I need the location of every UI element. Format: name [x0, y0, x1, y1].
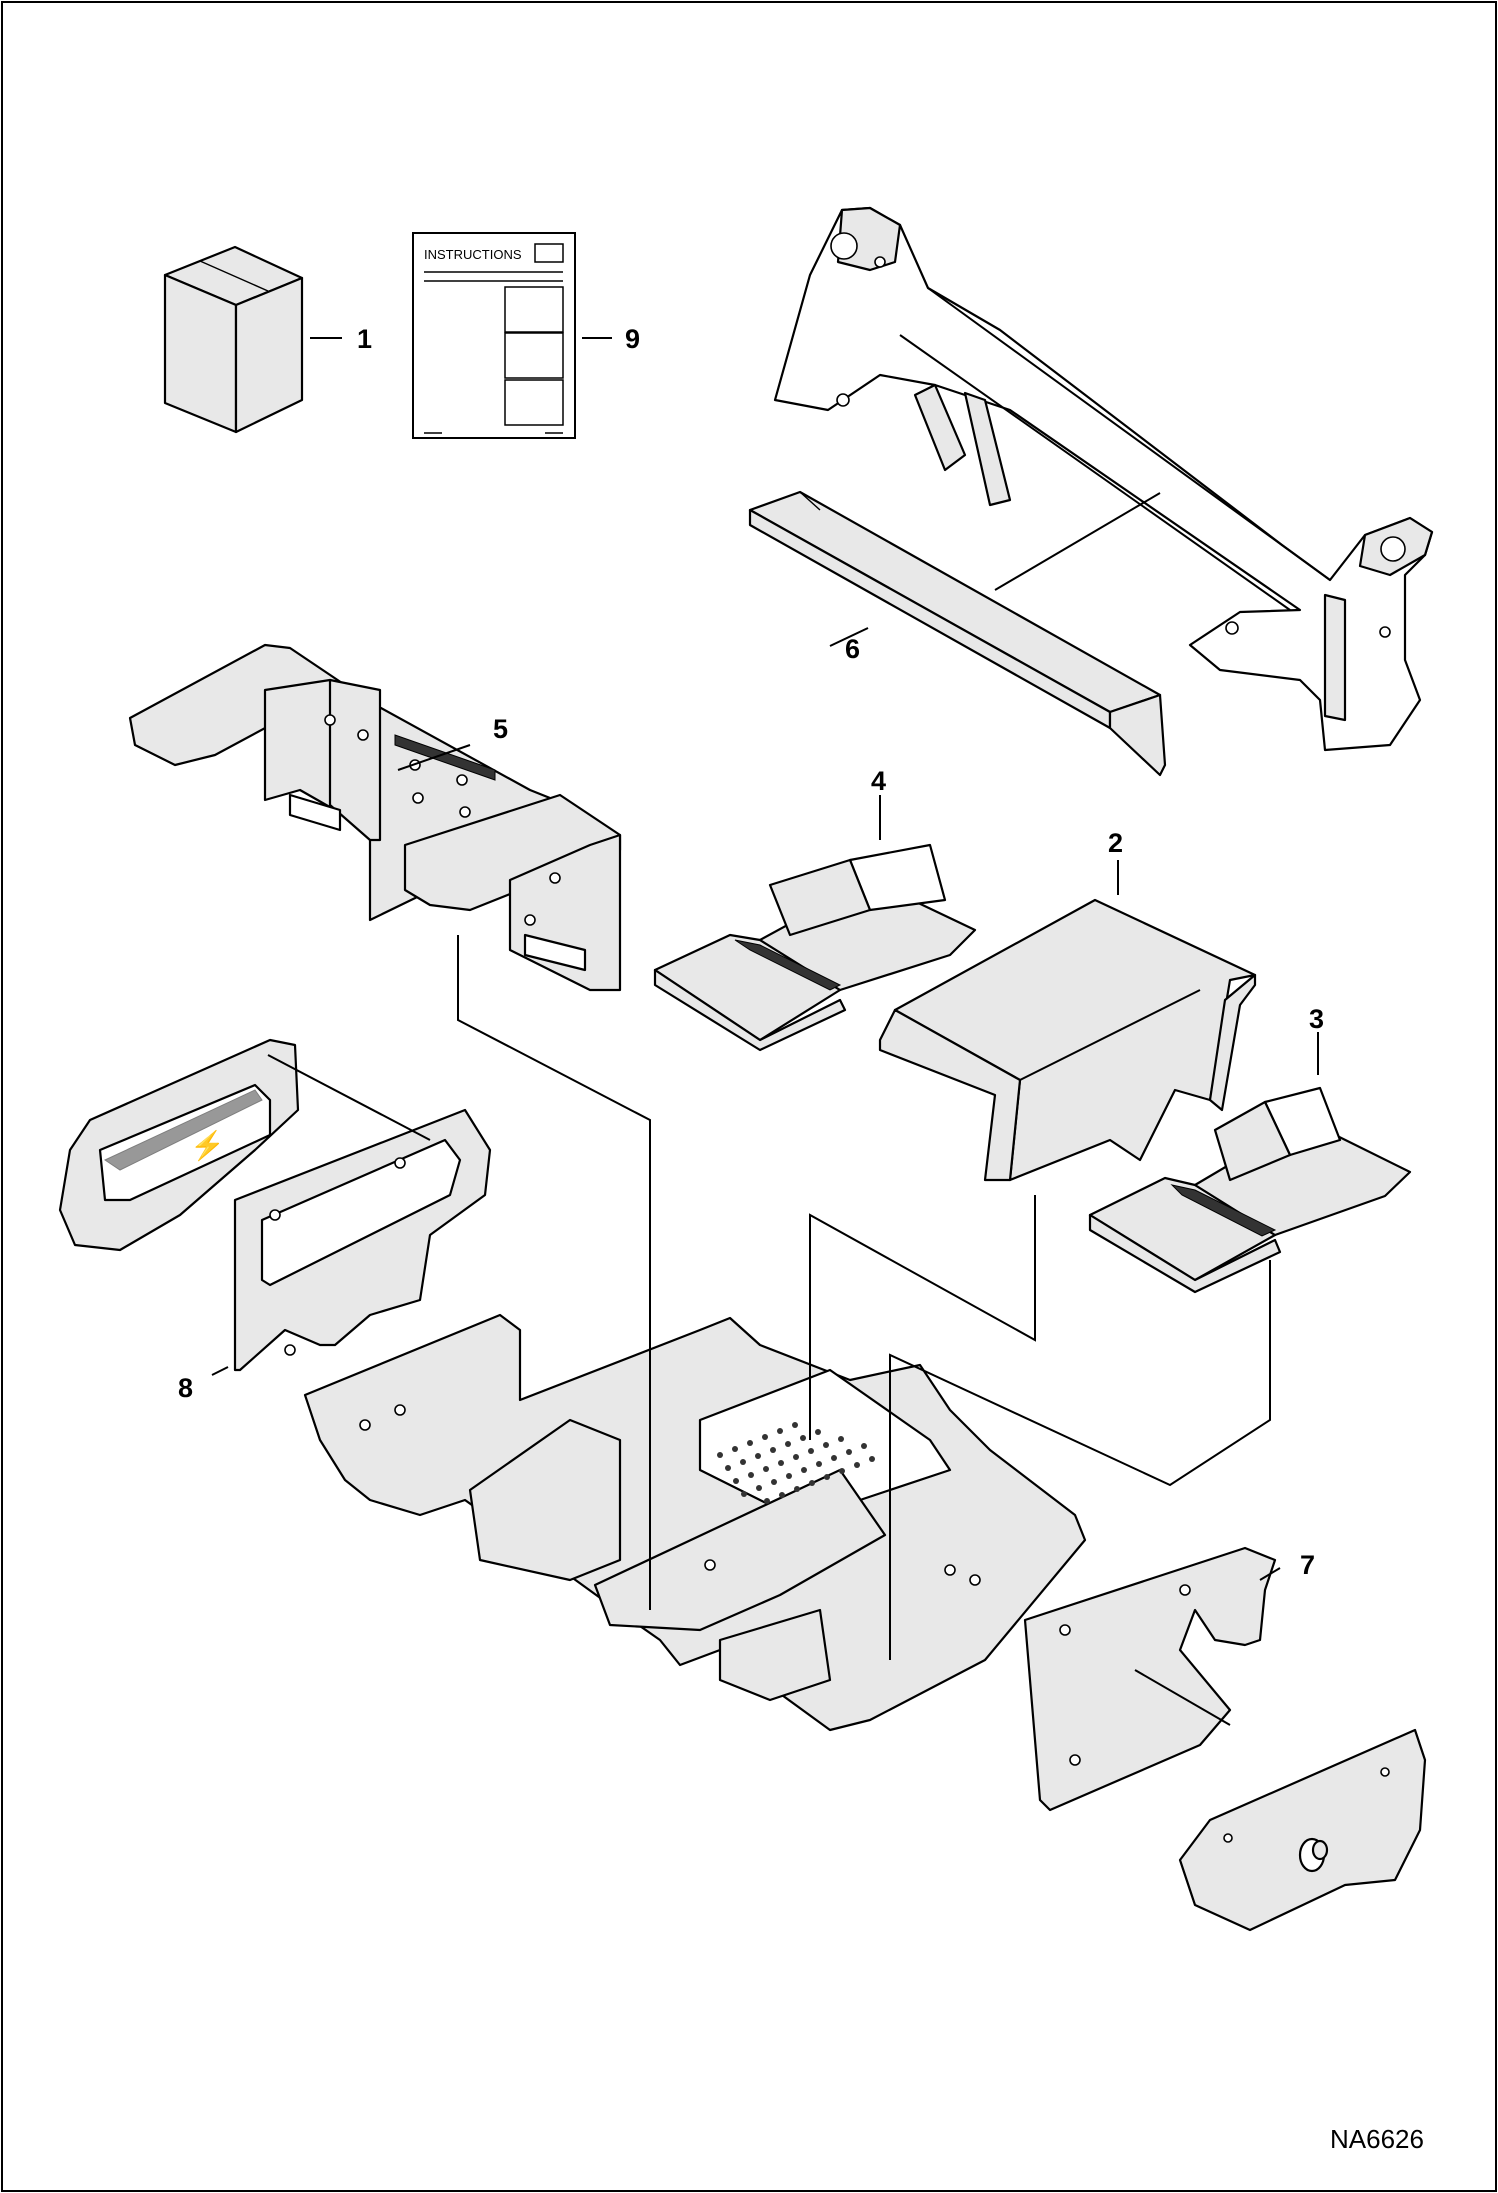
callout-5: 5 — [493, 714, 508, 744]
part-9-instruction-sheet: INSTRUCTIONS — [412, 232, 576, 439]
callout-9: 9 — [625, 324, 640, 354]
callout-2: 2 — [1108, 828, 1123, 858]
part-4-pedal — [653, 843, 977, 1052]
callout-3: 3 — [1309, 1004, 1324, 1034]
callout-7: 7 — [1300, 1550, 1315, 1580]
part-3-pedal — [1088, 1086, 1412, 1294]
part-8-seal-panel: ⚡ — [58, 1038, 492, 1372]
part-6-rear-frame — [748, 206, 1434, 777]
drawing-id: NA6626 — [1330, 2124, 1424, 2154]
part-1-box — [163, 245, 304, 434]
callout-labels: 1 2 3 4 5 6 7 8 9 — [178, 324, 1324, 1580]
callout-1: 1 — [357, 324, 372, 354]
leader-lines — [211, 337, 1319, 1726]
part-2-cover — [878, 898, 1257, 1182]
lightning-symbol: ⚡ — [190, 1129, 225, 1162]
callout-8: 8 — [178, 1373, 193, 1403]
mesh-holes — [717, 1422, 875, 1504]
instructions-title: INSTRUCTIONS — [424, 247, 522, 262]
part-5-armrest-bracket — [128, 643, 622, 992]
callout-4: 4 — [871, 766, 886, 796]
callout-6: 6 — [845, 634, 860, 664]
